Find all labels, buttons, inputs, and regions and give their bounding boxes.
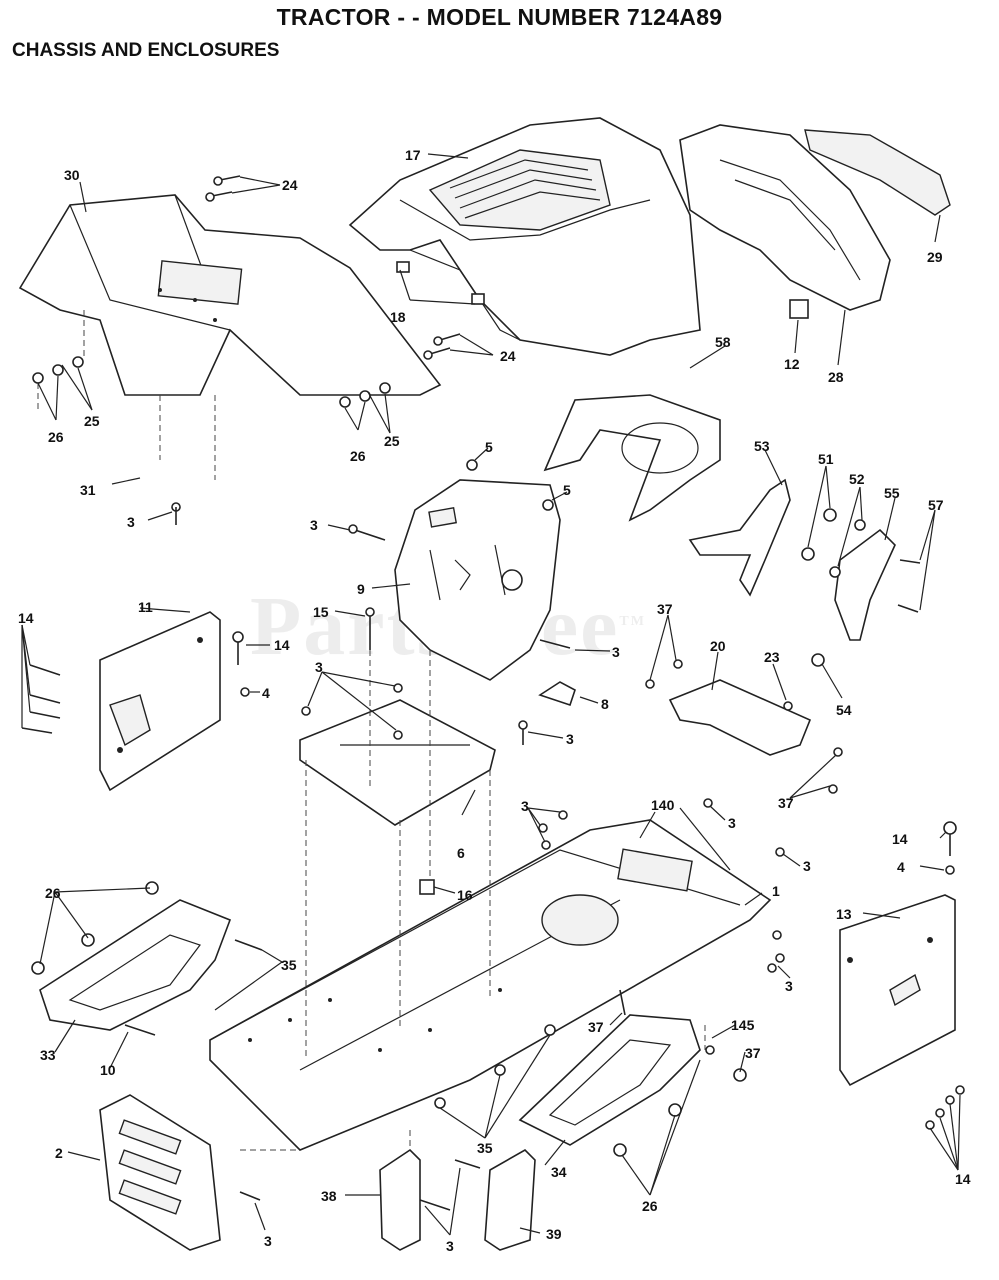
callout-35: 35 [477,1140,493,1156]
callout-13: 13 [836,906,852,922]
callout-4: 4 [262,685,270,701]
part-bracket-38 [379,1148,421,1251]
callout-55: 55 [884,485,900,501]
part-insert-18a [396,261,410,273]
callout-12: 12 [784,356,800,372]
callout-3: 3 [127,514,135,530]
callout-6: 6 [457,845,465,861]
callout-37: 37 [657,601,673,617]
callout-51: 51 [818,451,834,467]
part-grille-housing [679,124,951,311]
callout-37: 37 [745,1045,761,1061]
callout-38: 38 [321,1188,337,1204]
callout-3: 3 [785,978,793,994]
callout-14: 14 [18,610,34,626]
watermark-tm: TM [619,614,646,629]
callout-33: 33 [40,1047,56,1063]
part-clip-8 [538,681,576,707]
part-dash-panel [394,479,561,681]
callout-14: 14 [274,637,290,653]
callout-23: 23 [764,649,780,665]
callout-8: 8 [601,696,609,712]
callout-140: 140 [651,797,675,813]
callout-labels: 30 24 17 29 18 12 28 24 58 26 25 26 25 5… [18,147,971,1254]
callout-26: 26 [642,1198,658,1214]
callout-3: 3 [315,659,323,675]
callout-53: 53 [754,438,770,454]
part-steering-support [668,679,812,756]
part-fender [18,194,442,396]
leader-lines [21,153,961,1236]
callout-14: 14 [892,831,908,847]
callout-5: 5 [485,439,493,455]
callout-4: 4 [897,859,905,875]
callout-3: 3 [612,644,620,660]
part-nut-16 [419,879,435,895]
part-bracket-55 [834,528,896,641]
callout-26: 26 [48,429,64,445]
hood-grille [428,149,611,231]
part-right-side-panel [839,894,956,1087]
callout-9: 9 [357,581,365,597]
callout-3: 3 [310,517,318,533]
callout-2: 2 [55,1145,63,1161]
part-heat-shield [543,394,721,522]
callout-37: 37 [778,795,794,811]
alignment-lines [37,310,706,1151]
callout-28: 28 [828,369,844,385]
callout-25: 25 [384,433,400,449]
callout-3: 3 [264,1233,272,1249]
callout-5: 5 [563,482,571,498]
callout-35: 35 [281,957,297,973]
part-plate-6 [299,699,496,826]
callout-145: 145 [731,1017,755,1033]
callout-25: 25 [84,413,100,429]
callout-52: 52 [849,471,865,487]
callout-20: 20 [710,638,726,654]
callout-14: 14 [955,1171,971,1187]
callout-1: 1 [772,883,780,899]
part-bracket-39 [484,1149,536,1251]
callout-3: 3 [446,1238,454,1254]
callout-37: 37 [588,1019,604,1035]
diagram-subtitle: CHASSIS AND ENCLOSURES [12,40,280,61]
callout-58: 58 [715,334,731,350]
callout-26: 26 [350,448,366,464]
hardware-bolts [21,175,965,1211]
callout-16: 16 [457,887,473,903]
callout-26: 26 [45,885,61,901]
callout-31: 31 [80,482,96,498]
callout-17: 17 [405,147,421,163]
callout-15: 15 [313,604,329,620]
callout-57: 57 [928,497,944,513]
callout-10: 10 [100,1062,116,1078]
callout-11: 11 [138,599,153,615]
callout-24: 24 [282,177,298,193]
part-footrest-left [39,899,232,1031]
callout-34: 34 [551,1164,567,1180]
diagram-title: TRACTOR - - MODEL NUMBER 7124A89 [276,4,723,30]
part-footrest-right [518,1014,701,1146]
callout-30: 30 [64,167,80,183]
part-insert-18b [471,293,485,305]
part-left-side-panel [99,611,221,792]
callout-3: 3 [728,815,736,831]
callout-18: 18 [390,309,406,325]
callout-3: 3 [566,731,574,747]
callout-29: 29 [927,249,943,265]
callout-3: 3 [521,798,529,814]
part-front-plate [99,1094,221,1251]
part-bracket-53 [688,478,791,597]
callout-54: 54 [836,702,852,718]
part-hood [348,117,701,356]
callout-39: 39 [546,1226,562,1242]
callout-24: 24 [500,348,516,364]
callout-3: 3 [803,858,811,874]
part-nut-12 [789,299,809,319]
